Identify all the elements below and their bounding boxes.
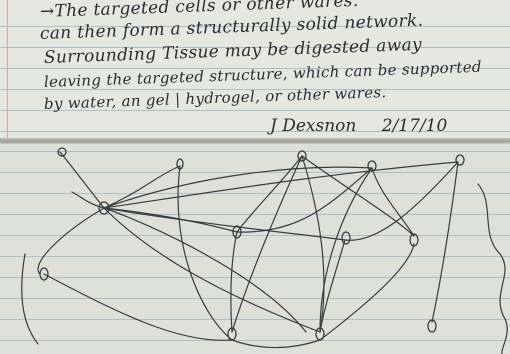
edge bbox=[319, 243, 415, 341]
node-loop bbox=[176, 158, 184, 170]
sketch-nodes bbox=[39, 147, 465, 341]
node-loop bbox=[39, 267, 49, 281]
edge bbox=[59, 151, 105, 209]
sketch-edges bbox=[21, 151, 508, 354]
edge bbox=[431, 161, 459, 323]
node-loop bbox=[455, 154, 465, 166]
edge bbox=[231, 339, 321, 349]
node-loop bbox=[409, 233, 419, 247]
node-loop bbox=[57, 147, 67, 157]
signature: J Dexsnon bbox=[270, 116, 357, 136]
edge bbox=[319, 239, 346, 333]
margin-line bbox=[7, 0, 8, 140]
signature-date: 2/17/10 bbox=[381, 116, 448, 136]
node-loop bbox=[297, 150, 307, 162]
node-loop bbox=[98, 201, 110, 215]
notebook-page-top: →The targeted cells or other wares. can … bbox=[0, 0, 510, 140]
edge bbox=[71, 191, 105, 209]
node-loop bbox=[315, 327, 325, 341]
node-loop bbox=[232, 225, 242, 239]
edge bbox=[236, 167, 373, 233]
edge bbox=[103, 165, 181, 209]
edge bbox=[21, 253, 39, 345]
edge bbox=[103, 207, 307, 333]
edge bbox=[236, 155, 303, 233]
notebook-page-bottom bbox=[0, 144, 510, 354]
edge bbox=[103, 207, 346, 241]
edge bbox=[301, 155, 325, 333]
edge bbox=[231, 155, 303, 333]
edge bbox=[103, 161, 459, 209]
edge bbox=[477, 183, 508, 354]
edge bbox=[43, 273, 233, 341]
edge bbox=[319, 167, 373, 333]
edge bbox=[344, 161, 459, 241]
node-loop bbox=[227, 327, 237, 341]
edge bbox=[103, 166, 373, 209]
edge bbox=[301, 155, 415, 237]
edge bbox=[37, 207, 105, 275]
page-fold-shadow bbox=[0, 138, 510, 144]
network-sketch bbox=[21, 147, 508, 354]
node-loop bbox=[427, 319, 437, 333]
signature-block: J Dexsnon 2/17/10 bbox=[270, 116, 447, 136]
edge bbox=[230, 231, 238, 333]
edge bbox=[177, 165, 233, 341]
node-loop bbox=[367, 160, 377, 172]
edge bbox=[103, 207, 321, 333]
edge bbox=[371, 167, 415, 237]
node-loop bbox=[341, 231, 351, 245]
